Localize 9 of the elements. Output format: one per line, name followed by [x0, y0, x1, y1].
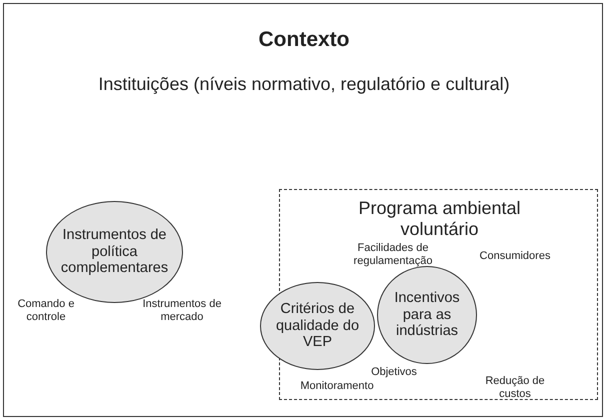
annotation-text: Monitoramento — [299, 380, 375, 394]
title-text: Contexto — [258, 28, 350, 52]
subtitle-text: Instituições (níveis normativo, regulatório e cultural) — [97, 74, 511, 95]
context-frame — [3, 3, 603, 417]
program-title: Programa ambiental voluntário — [357, 198, 522, 240]
annotation-text: Consumidores — [478, 250, 552, 264]
incentives-ellipse: Incentivos para as indústrias — [377, 266, 477, 364]
annotation-text: Redução de custos — [484, 375, 546, 402]
annotation-text: Facilidades de regulamentação — [352, 242, 434, 268]
